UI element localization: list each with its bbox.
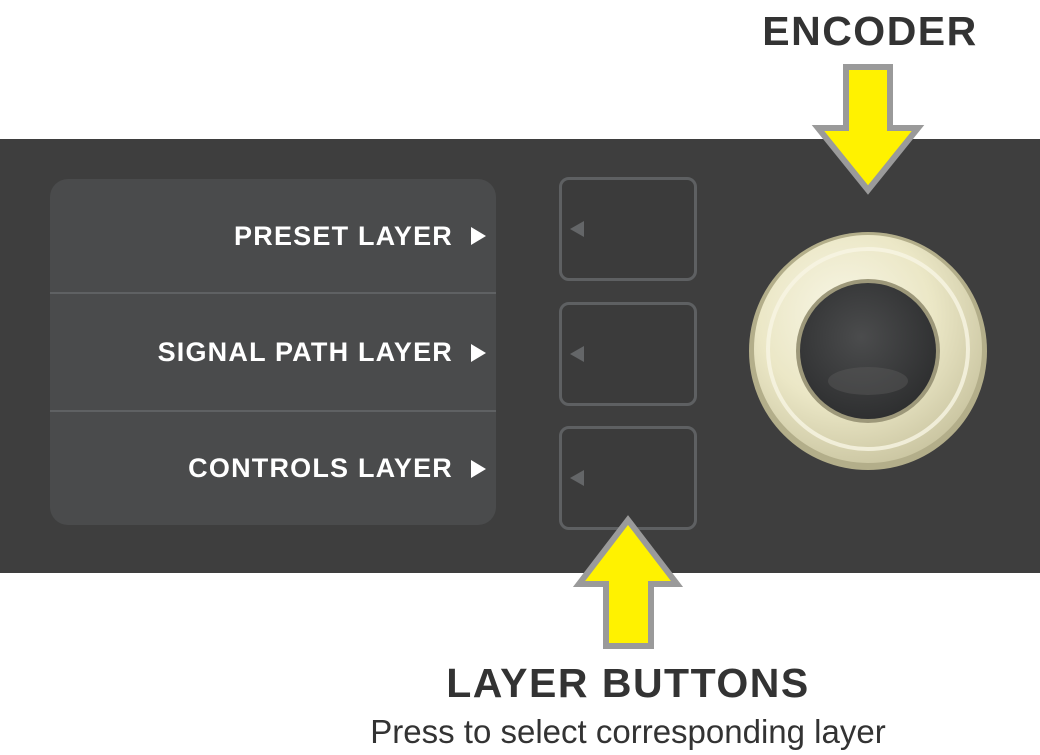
triangle-left-icon: [570, 346, 584, 362]
screen-divider: [50, 410, 496, 412]
preset-layer-label: PRESET LAYER: [234, 220, 453, 251]
encoder-callout-label: ENCODER: [762, 8, 978, 54]
signal-path-layer-label: SIGNAL PATH LAYER: [157, 337, 453, 367]
triangle-right-icon: [471, 227, 486, 245]
display-screen: PRESET LAYER SIGNAL PATH LAYER CONTROLS …: [50, 179, 496, 525]
layer-button-controls[interactable]: [559, 426, 697, 530]
screen-row-preset-layer: PRESET LAYER: [50, 179, 496, 293]
triangle-left-icon: [570, 470, 584, 486]
layer-button-preset[interactable]: [559, 177, 697, 281]
triangle-right-icon: [471, 343, 486, 362]
triangle-right-icon: [471, 459, 486, 478]
screen-row-signal-path-layer: SIGNAL PATH LAYER: [50, 294, 496, 411]
encoder-knob-cap: [800, 283, 936, 419]
layer-buttons-callout-label: LAYER BUTTONS: [446, 660, 810, 706]
layer-button-signal-path[interactable]: [559, 302, 697, 406]
screen-row-controls-layer: CONTROLS LAYER: [50, 412, 496, 525]
controls-layer-label: CONTROLS LAYER: [188, 453, 453, 483]
layer-buttons-caption: Press to select corresponding layer: [370, 713, 886, 750]
screen-divider: [50, 292, 496, 294]
encoder-knob-sheen: [828, 367, 908, 395]
triangle-left-icon: [570, 221, 584, 237]
encoder-knob[interactable]: [748, 231, 988, 471]
encoder-ring-highlight: [766, 247, 970, 451]
